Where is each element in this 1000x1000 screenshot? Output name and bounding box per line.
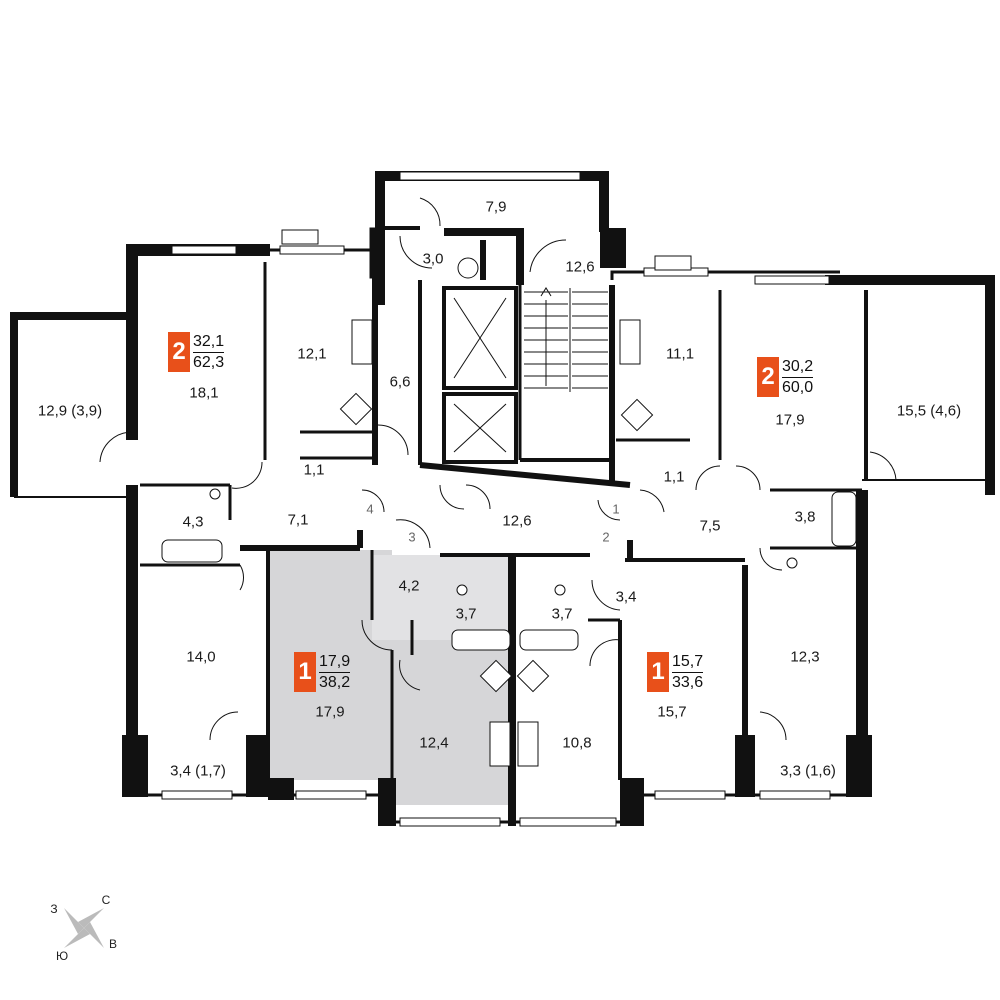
fixtures bbox=[161, 257, 857, 767]
compass-south-label: Ю bbox=[55, 949, 69, 963]
apartment-badge-left-2room[interactable]: 2 32,1 62,3 bbox=[168, 332, 225, 372]
door-number-4: 4 bbox=[366, 501, 374, 517]
room-area-studio-left-kitchen: 12,4 bbox=[419, 734, 449, 752]
room-area-tambour: 7,9 bbox=[485, 198, 507, 216]
door-number-2: 2 bbox=[602, 529, 610, 545]
compass-rose bbox=[64, 908, 104, 948]
apartment-rooms-count: 2 bbox=[757, 357, 779, 397]
apartment-total-area: 33,6 bbox=[672, 674, 704, 691]
apartment-rooms-count: 2 bbox=[168, 332, 190, 372]
compass-north-label: С bbox=[101, 893, 111, 907]
room-area-right-balcony-small: 3,3 (1,6) bbox=[780, 762, 836, 780]
compass-west-label: З bbox=[50, 902, 58, 916]
highlighted-apartment-hall[interactable] bbox=[372, 555, 512, 640]
room-area-studio-right-bath: 3,7 bbox=[551, 605, 573, 623]
room-area-right-bath-small: 1,1 bbox=[663, 468, 685, 486]
room-area-studio-right-hall: 3,4 bbox=[615, 588, 637, 606]
room-area-left-bedroom: 14,0 bbox=[186, 648, 216, 666]
apartment-total-area: 60,0 bbox=[782, 379, 814, 396]
room-area-left-balcony: 12,9 (3,9) bbox=[37, 402, 103, 420]
apartment-total-area: 38,2 bbox=[319, 674, 351, 691]
room-area-corridor: 6,6 bbox=[389, 373, 411, 391]
apartment-rooms-count: 1 bbox=[647, 652, 669, 692]
door-swings bbox=[99, 197, 897, 741]
room-area-left-living: 18,1 bbox=[189, 384, 219, 402]
room-area-left-bath: 4,3 bbox=[182, 513, 204, 531]
apartment-living-area: 15,7 bbox=[672, 652, 704, 673]
room-area-studio-right-room: 15,7 bbox=[657, 703, 687, 721]
walls bbox=[10, 171, 995, 826]
apartment-living-area: 17,9 bbox=[319, 652, 351, 673]
room-area-left-kitchen: 12,1 bbox=[297, 345, 327, 363]
apartment-total-area: 62,3 bbox=[193, 354, 225, 371]
room-area-studio-left-bath: 3,7 bbox=[455, 605, 477, 623]
room-area-left-balcony-small: 3,4 (1,7) bbox=[170, 762, 226, 780]
apartment-badge-right-studio[interactable]: 1 15,7 33,6 bbox=[647, 652, 704, 692]
door-number-1: 1 bbox=[612, 501, 620, 517]
room-area-right-bedroom: 12,3 bbox=[790, 648, 820, 666]
room-area-studio-left-room: 17,9 bbox=[315, 703, 345, 721]
door-number-3: 3 bbox=[408, 529, 416, 545]
apartment-rooms-count: 1 bbox=[294, 652, 316, 692]
room-area-studio-right-kitchen: 10,8 bbox=[562, 734, 592, 752]
room-area-right-kitchen: 11,1 bbox=[665, 345, 695, 363]
room-area-left-bath-small: 1,1 bbox=[303, 461, 325, 479]
room-area-left-hallway: 7,1 bbox=[287, 511, 309, 529]
room-area-stair-landing: 12,6 bbox=[565, 258, 595, 276]
apartment-badge-right-2room[interactable]: 2 30,2 60,0 bbox=[757, 357, 814, 397]
apartment-living-area: 32,1 bbox=[193, 332, 225, 353]
apartment-living-area: 30,2 bbox=[782, 357, 814, 378]
room-area-right-hallway: 7,5 bbox=[699, 517, 721, 535]
room-area-right-balcony: 15,5 (4,6) bbox=[896, 402, 962, 420]
room-area-hall: 12,6 bbox=[502, 512, 532, 530]
windows bbox=[161, 171, 831, 827]
room-area-studio-left-hall: 4,2 bbox=[398, 577, 420, 595]
stair-treads bbox=[524, 287, 608, 392]
compass-east-label: В bbox=[108, 937, 118, 951]
apartment-badge-left-studio[interactable]: 1 17,9 38,2 bbox=[294, 652, 351, 692]
room-area-right-living: 17,9 bbox=[775, 411, 805, 429]
room-area-vestibule: 3,0 bbox=[422, 250, 444, 268]
room-area-right-bath: 3,8 bbox=[794, 508, 816, 526]
